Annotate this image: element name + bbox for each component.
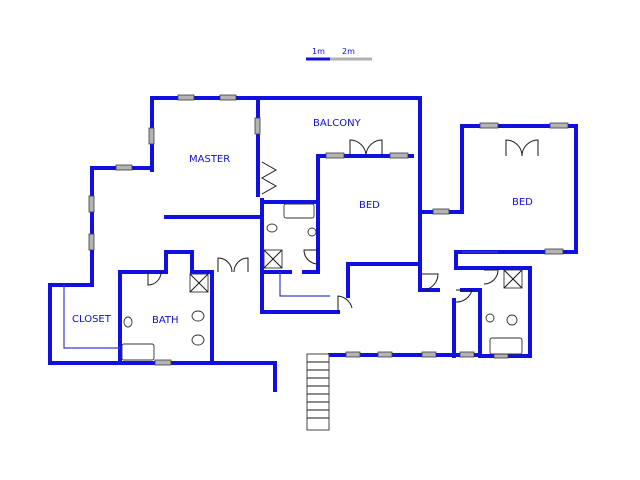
room-label-closet: CLOSET (72, 314, 112, 325)
door-swing (217, 257, 233, 273)
staircase (306, 353, 330, 431)
walls (48, 96, 578, 392)
basin (266, 223, 278, 233)
fixtures (121, 203, 523, 361)
door-swing (337, 295, 353, 312)
window (148, 127, 155, 145)
room-label-bed-2: BED (512, 197, 533, 208)
window (459, 351, 475, 358)
thin-lines (63, 251, 498, 349)
window (345, 351, 361, 358)
bathtub (121, 343, 155, 361)
window (254, 117, 261, 135)
toilet (123, 316, 133, 328)
door-swing (421, 273, 439, 291)
door-swing (455, 289, 473, 303)
window (115, 164, 133, 171)
room-label-bath: BATH (152, 315, 179, 326)
stairs-outline (306, 353, 330, 431)
door-swing (483, 269, 499, 285)
window (88, 233, 95, 251)
door-swing (521, 139, 539, 157)
door-swing (147, 271, 162, 286)
door-swing (349, 139, 367, 157)
bathtub (283, 203, 315, 219)
window (377, 351, 393, 358)
door-swing (260, 161, 278, 195)
window (389, 152, 409, 159)
basin (506, 314, 518, 326)
window (544, 248, 564, 255)
windows (88, 94, 569, 366)
toilet (307, 227, 317, 237)
scale-label-2m: 2m (342, 47, 355, 56)
window (421, 351, 437, 358)
door-swing (303, 249, 319, 265)
window (479, 122, 499, 129)
bathtub (489, 337, 523, 355)
room-label-master: MASTER (189, 154, 230, 165)
door-swing (233, 257, 249, 273)
toilet (485, 313, 495, 323)
window (219, 94, 237, 101)
scale-bar: 1m 2m (306, 47, 372, 61)
window (154, 359, 172, 366)
room-label-balcony: BALCONY (313, 118, 362, 129)
door-swing (365, 139, 383, 157)
window (549, 122, 569, 129)
window (177, 94, 195, 101)
basin (191, 310, 205, 322)
window (432, 208, 450, 215)
room-labels: BALCONY MASTER BED BED CLOSET BATH (72, 118, 533, 326)
door-swing (505, 139, 523, 157)
doors (147, 139, 539, 312)
basin (191, 334, 205, 346)
window (88, 195, 95, 213)
room-label-bed-1: BED (359, 200, 380, 211)
scale-label-1m: 1m (312, 47, 325, 56)
window (325, 152, 345, 159)
